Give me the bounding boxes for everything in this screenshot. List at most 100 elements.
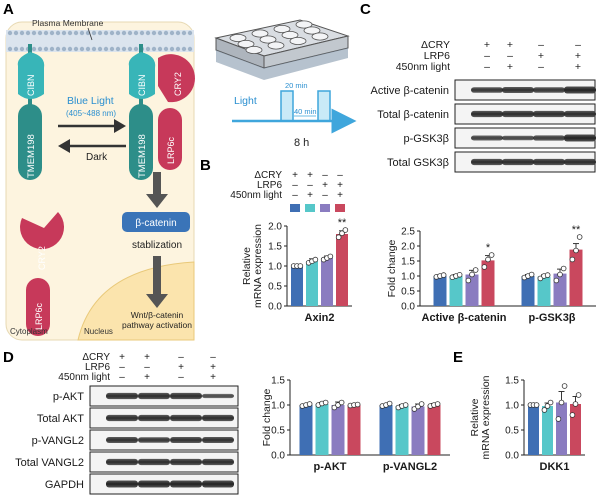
- cibn-left-label: CIBN: [26, 74, 36, 96]
- data-point: [557, 271, 563, 278]
- bar: [570, 404, 581, 455]
- blot-band: [170, 392, 202, 400]
- membrane-label: Plasma Membrane: [32, 18, 104, 28]
- data-point: [440, 272, 447, 278]
- bar: [379, 405, 393, 455]
- wnt-label-1: Wnt/β-catenin: [131, 310, 184, 320]
- blot-band: [106, 414, 138, 422]
- blot-row-label: Total VANGL2: [15, 457, 84, 469]
- condition-sign: –: [322, 190, 328, 201]
- nucleus-label: Nucleus: [84, 327, 113, 336]
- y-tick-label: 2.0: [401, 242, 415, 253]
- conditions-table-b: ΔCRY++––LRP6––++450nm light–+–+: [230, 170, 345, 212]
- lipid-head: [175, 46, 181, 52]
- y-tick-label: 0.5: [401, 287, 415, 298]
- data-point: [434, 401, 441, 407]
- blot-row-label: p-AKT: [53, 391, 84, 403]
- lipid-head: [157, 46, 163, 52]
- beta-catenin-box: [122, 212, 190, 232]
- y-axis-label: mRNA expression: [480, 375, 492, 459]
- lipid-head: [43, 46, 49, 52]
- lipid-head: [73, 46, 79, 52]
- lipid-head: [103, 46, 109, 52]
- data-point: [354, 401, 361, 408]
- condition-sign: +: [538, 50, 544, 62]
- blot-band: [471, 87, 503, 93]
- lipid-head: [97, 46, 103, 52]
- bar: [395, 406, 409, 455]
- lipid-head: [55, 30, 61, 36]
- cry2-right-label: CRY2: [173, 72, 183, 96]
- tmem198-left: [18, 104, 42, 180]
- y-tick-label: 1.5: [505, 376, 519, 387]
- bar: [331, 405, 345, 455]
- wnt-label-2: pathway activation: [122, 320, 192, 330]
- data-point: [472, 267, 479, 273]
- blot-band: [471, 135, 503, 141]
- lipid-head: [13, 46, 19, 52]
- y-tick-label: 0.0: [505, 451, 519, 462]
- blot-band: [533, 110, 565, 118]
- lipid-head: [163, 30, 169, 36]
- blot-band: [202, 437, 234, 443]
- lipid-head: [31, 46, 37, 52]
- blot-band: [202, 480, 234, 488]
- plate-well: [237, 40, 255, 49]
- x-group-label: p-VANGL2: [383, 461, 437, 473]
- condition-sign: –: [144, 362, 150, 373]
- timeline-light-label: Light: [234, 95, 257, 107]
- data-point: [569, 256, 576, 263]
- y-tick-label: 0.5: [271, 426, 285, 437]
- condition-sign: +: [178, 362, 184, 373]
- lipid-head: [97, 30, 103, 36]
- condition-sign: –: [507, 50, 513, 62]
- bar: [411, 406, 425, 455]
- plate-well: [303, 26, 321, 35]
- lipid-head: [13, 30, 19, 36]
- lipid-head: [181, 30, 187, 36]
- lipid-head: [19, 46, 25, 52]
- bar: [299, 405, 313, 455]
- data-point: [541, 407, 548, 413]
- data-point: [576, 234, 583, 240]
- data-point: [306, 401, 313, 407]
- conditions-table-c: ΔCRY++––LRP6––++450nm light–+–+: [396, 39, 581, 73]
- condition-sign: –: [337, 170, 343, 181]
- lipid-head: [139, 30, 145, 36]
- lipid-head: [133, 30, 139, 36]
- x-group-label: Active β-catenin: [422, 312, 507, 324]
- bar: [481, 260, 495, 306]
- lipid-head: [25, 30, 31, 36]
- lrp6c-right: [158, 108, 182, 170]
- panel-letter-b: B: [200, 157, 211, 174]
- data-point: [575, 392, 582, 398]
- y-tick-label: 2.5: [401, 227, 415, 238]
- lipid-head: [67, 30, 73, 36]
- lipid-head: [7, 30, 13, 36]
- plate-well: [289, 37, 307, 46]
- data-point: [488, 252, 495, 258]
- lipid-head: [67, 46, 73, 52]
- y-tick-label: 1.0: [268, 262, 282, 273]
- lipid-head: [79, 46, 85, 52]
- blot-band: [564, 134, 596, 142]
- lipid-head: [61, 30, 67, 36]
- blot-band: [138, 437, 170, 443]
- blot-band: [138, 480, 170, 488]
- condition-sign: –: [322, 170, 328, 181]
- tmem198-right-label: TMEM198: [137, 134, 148, 178]
- condition-sign: +: [119, 352, 125, 363]
- lipid-head: [115, 46, 121, 52]
- cibn-left: [17, 52, 45, 99]
- y-tick-label: 0.5: [268, 282, 282, 293]
- blot-band: [170, 458, 202, 466]
- bar: [569, 249, 583, 306]
- lipid-head: [163, 46, 169, 52]
- condition-label: ΔCRY: [421, 39, 450, 51]
- blot-row-label: GAPDH: [45, 479, 84, 491]
- condition-sign: –: [307, 180, 313, 191]
- bar: [449, 276, 463, 306]
